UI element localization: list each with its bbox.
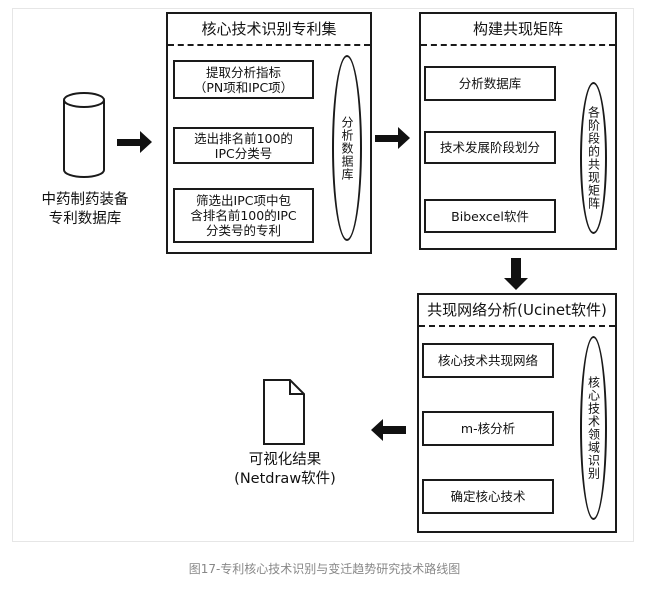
step-filter-patents: 筛选出IPC项中包 含排名前100的IPC 分类号的专利 [173, 188, 314, 243]
step-core-tech-network: 核心技术共现网络 [422, 343, 554, 378]
cylinder-icon [63, 92, 105, 178]
step-analysis-database: 分析数据库 [424, 66, 556, 101]
step-select-top100-ipc: 选出排名前100的 IPC分类号 [173, 127, 314, 164]
ellipse-label: 各阶段的共现矩阵 [586, 106, 601, 210]
document-icon [263, 379, 305, 445]
ellipse-core-tech-domains: 核心技术领域识别 [580, 336, 607, 520]
step-bibexcel: Bibexcel软件 [424, 199, 556, 233]
panel-title: 核心技术识别专利集 [168, 14, 370, 46]
panel-title: 构建共现矩阵 [421, 14, 615, 46]
arrow-panel2-to-panel3 [504, 258, 528, 290]
figure-caption: 图17-专利核心技术识别与变迁趋势研究技术路线图 [188, 562, 461, 576]
panel-title: 共现网络分析(Ucinet软件) [419, 295, 615, 327]
step-label: 分析数据库 [458, 76, 522, 91]
step-label: 确定核心技术 [450, 489, 526, 504]
step-label: m-核分析 [460, 421, 516, 436]
output-label: 可视化结果 (Netdraw软件) [234, 452, 336, 487]
arrow-panel1-to-panel2 [375, 127, 410, 149]
step-label: Bibexcel软件 [451, 208, 529, 224]
arrow-panel3-to-output [371, 419, 406, 441]
step-stage-division: 技术发展阶段划分 [424, 131, 556, 164]
database-label: 中药制药装备 专利数据库 [41, 192, 129, 227]
step-label: 核心技术共现网络 [437, 353, 538, 368]
step-m-core-analysis: m-核分析 [422, 411, 554, 446]
step-label: 筛选出IPC项中包 含排名前100的IPC 分类号的专利 [190, 193, 297, 238]
ellipse-label: 分析数据库 [340, 115, 354, 181]
step-extract-indicators: 提取分析指标 （PN项和IPC项） [173, 60, 314, 99]
ellipse-stage-matrices: 各阶段的共现矩阵 [580, 82, 607, 234]
arrow-db-to-panel1 [117, 131, 152, 153]
step-label: 提取分析指标 （PN项和IPC项） [193, 64, 294, 95]
ellipse-analysis-database: 分析数据库 [332, 55, 362, 241]
step-determine-core-tech: 确定核心技术 [422, 479, 554, 514]
ellipse-label: 核心技术领域识别 [586, 376, 601, 480]
step-label: 选出排名前100的 IPC分类号 [194, 130, 293, 161]
step-label: 技术发展阶段划分 [439, 140, 540, 155]
